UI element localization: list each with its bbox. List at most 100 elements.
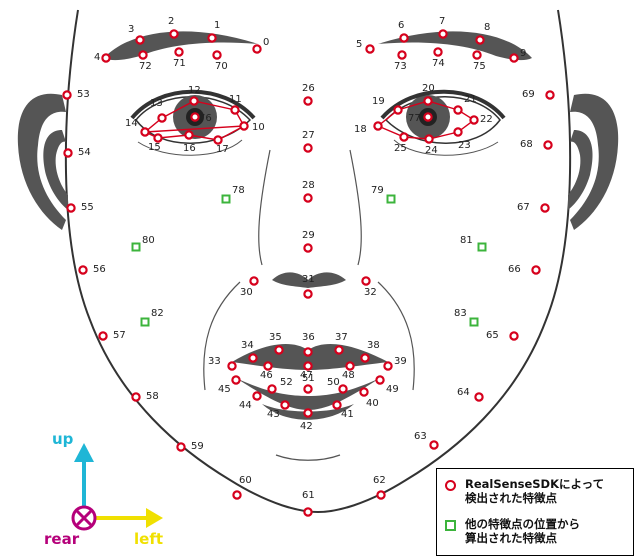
landmark-point-37 [335, 346, 342, 353]
landmark-label-10: 10 [252, 122, 265, 133]
landmark-point-72 [139, 51, 146, 58]
landmark-label-43: 43 [267, 409, 280, 420]
landmark-label-29: 29 [302, 230, 315, 241]
computed-label-80: 80 [142, 235, 155, 246]
landmark-label-7: 7 [439, 16, 445, 27]
legend-detected-line2: 検出された特徴点 [465, 491, 604, 505]
landmark-point-2 [170, 30, 177, 37]
landmark-label-60: 60 [239, 475, 252, 486]
landmark-point-49 [376, 376, 383, 383]
landmark-point-70 [213, 51, 220, 58]
landmark-point-59 [177, 443, 184, 450]
detected-point-symbol [445, 480, 456, 491]
landmark-label-21: 21 [464, 94, 477, 105]
landmark-point-36 [304, 348, 311, 355]
landmark-label-71: 71 [173, 58, 186, 69]
landmark-point-50 [339, 385, 346, 392]
landmark-point-57 [99, 332, 106, 339]
landmark-point-56 [79, 266, 86, 273]
landmark-label-64: 64 [457, 387, 470, 398]
landmark-label-54: 54 [78, 147, 91, 158]
legend-computed: 他の特徴点の位置から 算出された特徴点 [445, 517, 580, 545]
computed-label-79: 79 [371, 185, 384, 196]
computed-point-81 [479, 244, 486, 251]
landmark-label-2: 2 [168, 16, 174, 27]
landmark-point-12 [190, 97, 197, 104]
ear-right-side [18, 94, 66, 230]
landmark-point-8 [476, 36, 483, 43]
landmark-label-55: 55 [81, 202, 94, 213]
landmark-label-13: 13 [150, 98, 163, 109]
face-outline [66, 10, 570, 512]
landmark-point-27 [304, 144, 311, 151]
landmark-label-72: 72 [139, 61, 152, 72]
landmark-label-9: 9 [520, 48, 526, 59]
landmark-point-6 [400, 34, 407, 41]
landmark-point-39 [384, 362, 391, 369]
landmark-point-43 [281, 401, 288, 408]
landmark-label-17: 17 [216, 144, 229, 155]
landmark-label-3: 3 [128, 24, 134, 35]
landmark-point-30 [250, 277, 257, 284]
landmark-label-42: 42 [300, 421, 313, 432]
landmark-point-26 [304, 97, 311, 104]
landmark-point-10 [240, 122, 247, 129]
nose-bridge-left [350, 150, 361, 265]
landmark-label-44: 44 [239, 400, 252, 411]
landmark-label-32: 32 [364, 287, 377, 298]
landmark-point-23 [454, 128, 461, 135]
legend-computed-line1: 他の特徴点の位置から [465, 517, 580, 531]
landmark-label-0: 0 [263, 37, 269, 48]
computed-point-80 [133, 244, 140, 251]
landmark-label-35: 35 [269, 332, 282, 343]
landmark-label-41: 41 [341, 409, 354, 420]
landmark-point-75 [473, 51, 480, 58]
computed-point-symbol [445, 520, 456, 531]
landmark-point-64 [475, 393, 482, 400]
landmark-point-44 [253, 392, 260, 399]
landmark-point-34 [249, 354, 256, 361]
ear-left-side [570, 94, 618, 230]
landmark-point-48 [346, 362, 353, 369]
landmark-label-6: 6 [398, 20, 404, 31]
landmark-point-42 [304, 409, 311, 416]
legend-detected: RealSenseSDKによって 検出された特徴点 [445, 477, 604, 505]
landmark-label-5: 5 [356, 39, 362, 50]
landmark-label-69: 69 [522, 89, 535, 100]
landmark-label-57: 57 [113, 330, 126, 341]
computed-label-82: 82 [151, 308, 164, 319]
landmark-point-1 [208, 34, 215, 41]
landmark-label-28: 28 [302, 180, 315, 191]
computed-label-81: 81 [460, 235, 473, 246]
landmark-label-24: 24 [425, 145, 438, 156]
computed-label-78: 78 [232, 185, 245, 196]
landmark-point-17 [214, 136, 221, 143]
landmark-point-20 [424, 97, 431, 104]
landmark-point-66 [532, 266, 539, 273]
landmark-label-56: 56 [93, 264, 106, 275]
landmark-point-47 [304, 362, 311, 369]
landmark-label-4: 4 [94, 52, 100, 63]
landmark-label-75: 75 [473, 61, 486, 72]
landmark-label-62: 62 [373, 475, 386, 486]
landmark-point-41 [333, 401, 340, 408]
landmark-point-13 [158, 114, 165, 121]
landmark-point-62 [377, 491, 384, 498]
landmark-point-76 [191, 113, 198, 120]
landmark-point-21 [454, 106, 461, 113]
landmark-point-16 [185, 131, 192, 138]
landmark-label-40: 40 [366, 398, 379, 409]
landmark-point-46 [264, 362, 271, 369]
landmark-label-51: 51 [302, 373, 315, 384]
up-axis-label: up [52, 430, 74, 448]
landmark-label-8: 8 [484, 22, 490, 33]
landmark-point-7 [439, 30, 446, 37]
landmark-label-66: 66 [508, 264, 521, 275]
landmark-point-35 [275, 346, 282, 353]
landmark-label-31: 31 [302, 274, 315, 285]
computed-point-83 [471, 319, 478, 326]
landmark-point-51 [304, 385, 311, 392]
landmark-point-45 [232, 376, 239, 383]
landmark-label-27: 27 [302, 130, 315, 141]
landmark-point-5 [366, 45, 373, 52]
